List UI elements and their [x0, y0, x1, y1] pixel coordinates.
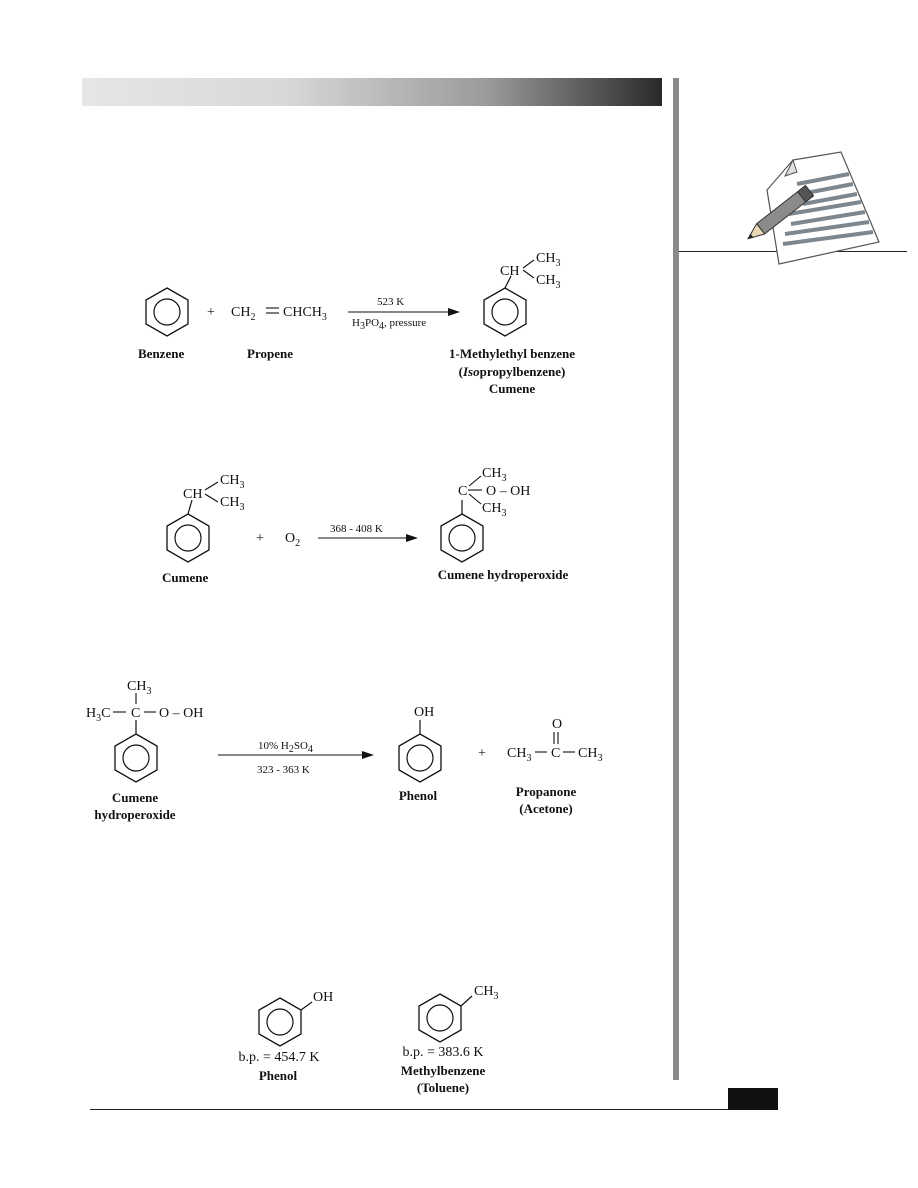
cumene-name-line2: (Isopropylbenzene) — [459, 364, 566, 379]
cumene2-ch: CH — [183, 487, 202, 502]
cumene-name-line1: 1-Methylethyl benzene — [449, 346, 575, 361]
phenol2-oh: OH — [313, 990, 333, 1005]
acetone-c: C — [551, 746, 560, 761]
r3-reactant-label-1: Cumene — [112, 790, 158, 805]
acetone-label-1: Propanone — [516, 784, 577, 799]
toluene-bp: b.p. = 383.6 K — [402, 1045, 483, 1060]
hydroperoxide-ch3-bottom: CH3 — [482, 501, 506, 519]
phenol-label: Phenol — [399, 788, 438, 803]
cumene-name-line3: Cumene — [489, 381, 535, 396]
page-number-tab — [728, 1088, 778, 1110]
toluene-ch3: CH3 — [474, 984, 498, 1002]
cumene-ch3-bottom: CH3 — [536, 273, 560, 291]
r3-ch3-top: CH3 — [127, 679, 151, 697]
margin-rule — [673, 78, 679, 1080]
acetone-label-2: (Acetone) — [519, 801, 572, 816]
hydroperoxide-ch3-top: CH3 — [482, 466, 506, 484]
acetone-ch3-right: CH3 — [578, 746, 602, 764]
r3-benzene-ring — [114, 720, 158, 783]
phenol-ring — [398, 720, 442, 783]
r3-h3c: H3C — [86, 706, 110, 724]
benzene-label: Benzene — [138, 346, 184, 361]
hydroperoxide-c: C — [458, 484, 467, 499]
plus-sign-3: + — [478, 746, 486, 761]
r3-temp: 323 - 363 K — [257, 764, 310, 776]
footer-rule — [90, 1109, 728, 1110]
r3-c: C — [131, 706, 140, 721]
r3-ooh: O – OH — [159, 706, 203, 721]
phenol-comparison-ring — [258, 997, 313, 1047]
oxygen: O2 — [285, 531, 300, 549]
plus-sign-2: + — [256, 531, 264, 546]
cumene2-label: Cumene — [162, 570, 208, 585]
r3-acid: 10% H2SO4 — [258, 740, 313, 755]
notes-pencil-icon — [745, 150, 885, 268]
cumene-ch3-top: CH3 — [536, 251, 560, 269]
reaction1-temp: 523 K — [377, 296, 404, 308]
hydroperoxide-ring — [440, 475, 484, 563]
reaction1-catalyst: H3PO4, pressure — [352, 317, 426, 332]
header-bar — [82, 78, 662, 106]
phenol-bp: b.p. = 454.7 K — [238, 1050, 319, 1065]
cumene-ring-2 — [166, 481, 219, 563]
cumene2-ch3-top: CH3 — [220, 473, 244, 491]
phenol2-label: Phenol — [259, 1068, 298, 1083]
cumene-ring — [483, 259, 535, 337]
r3-reactant-label-2: hydroperoxide — [94, 807, 175, 822]
phenol-oh: OH — [414, 705, 434, 720]
propene-chch3: CHCH3 — [283, 305, 327, 323]
hydroperoxide-ooh: O – OH — [486, 484, 530, 499]
acetone-ch3-left: CH3 — [507, 746, 531, 764]
cumene-ch: CH — [500, 264, 519, 279]
cumene2-ch3-bottom: CH3 — [220, 495, 244, 513]
toluene-label-2: (Toluene) — [417, 1080, 469, 1095]
toluene-label-1: Methylbenzene — [401, 1063, 486, 1078]
acetone-o: O — [552, 717, 562, 732]
reaction2-temp: 368 - 408 K — [330, 523, 383, 535]
benzene-ring — [145, 287, 189, 337]
toluene-ring — [418, 993, 473, 1043]
plus-sign: + — [207, 305, 215, 320]
propene-ch2: CH2 — [231, 305, 255, 323]
hydroperoxide-label: Cumene hydroperoxide — [438, 567, 569, 582]
propene-label: Propene — [247, 346, 293, 361]
